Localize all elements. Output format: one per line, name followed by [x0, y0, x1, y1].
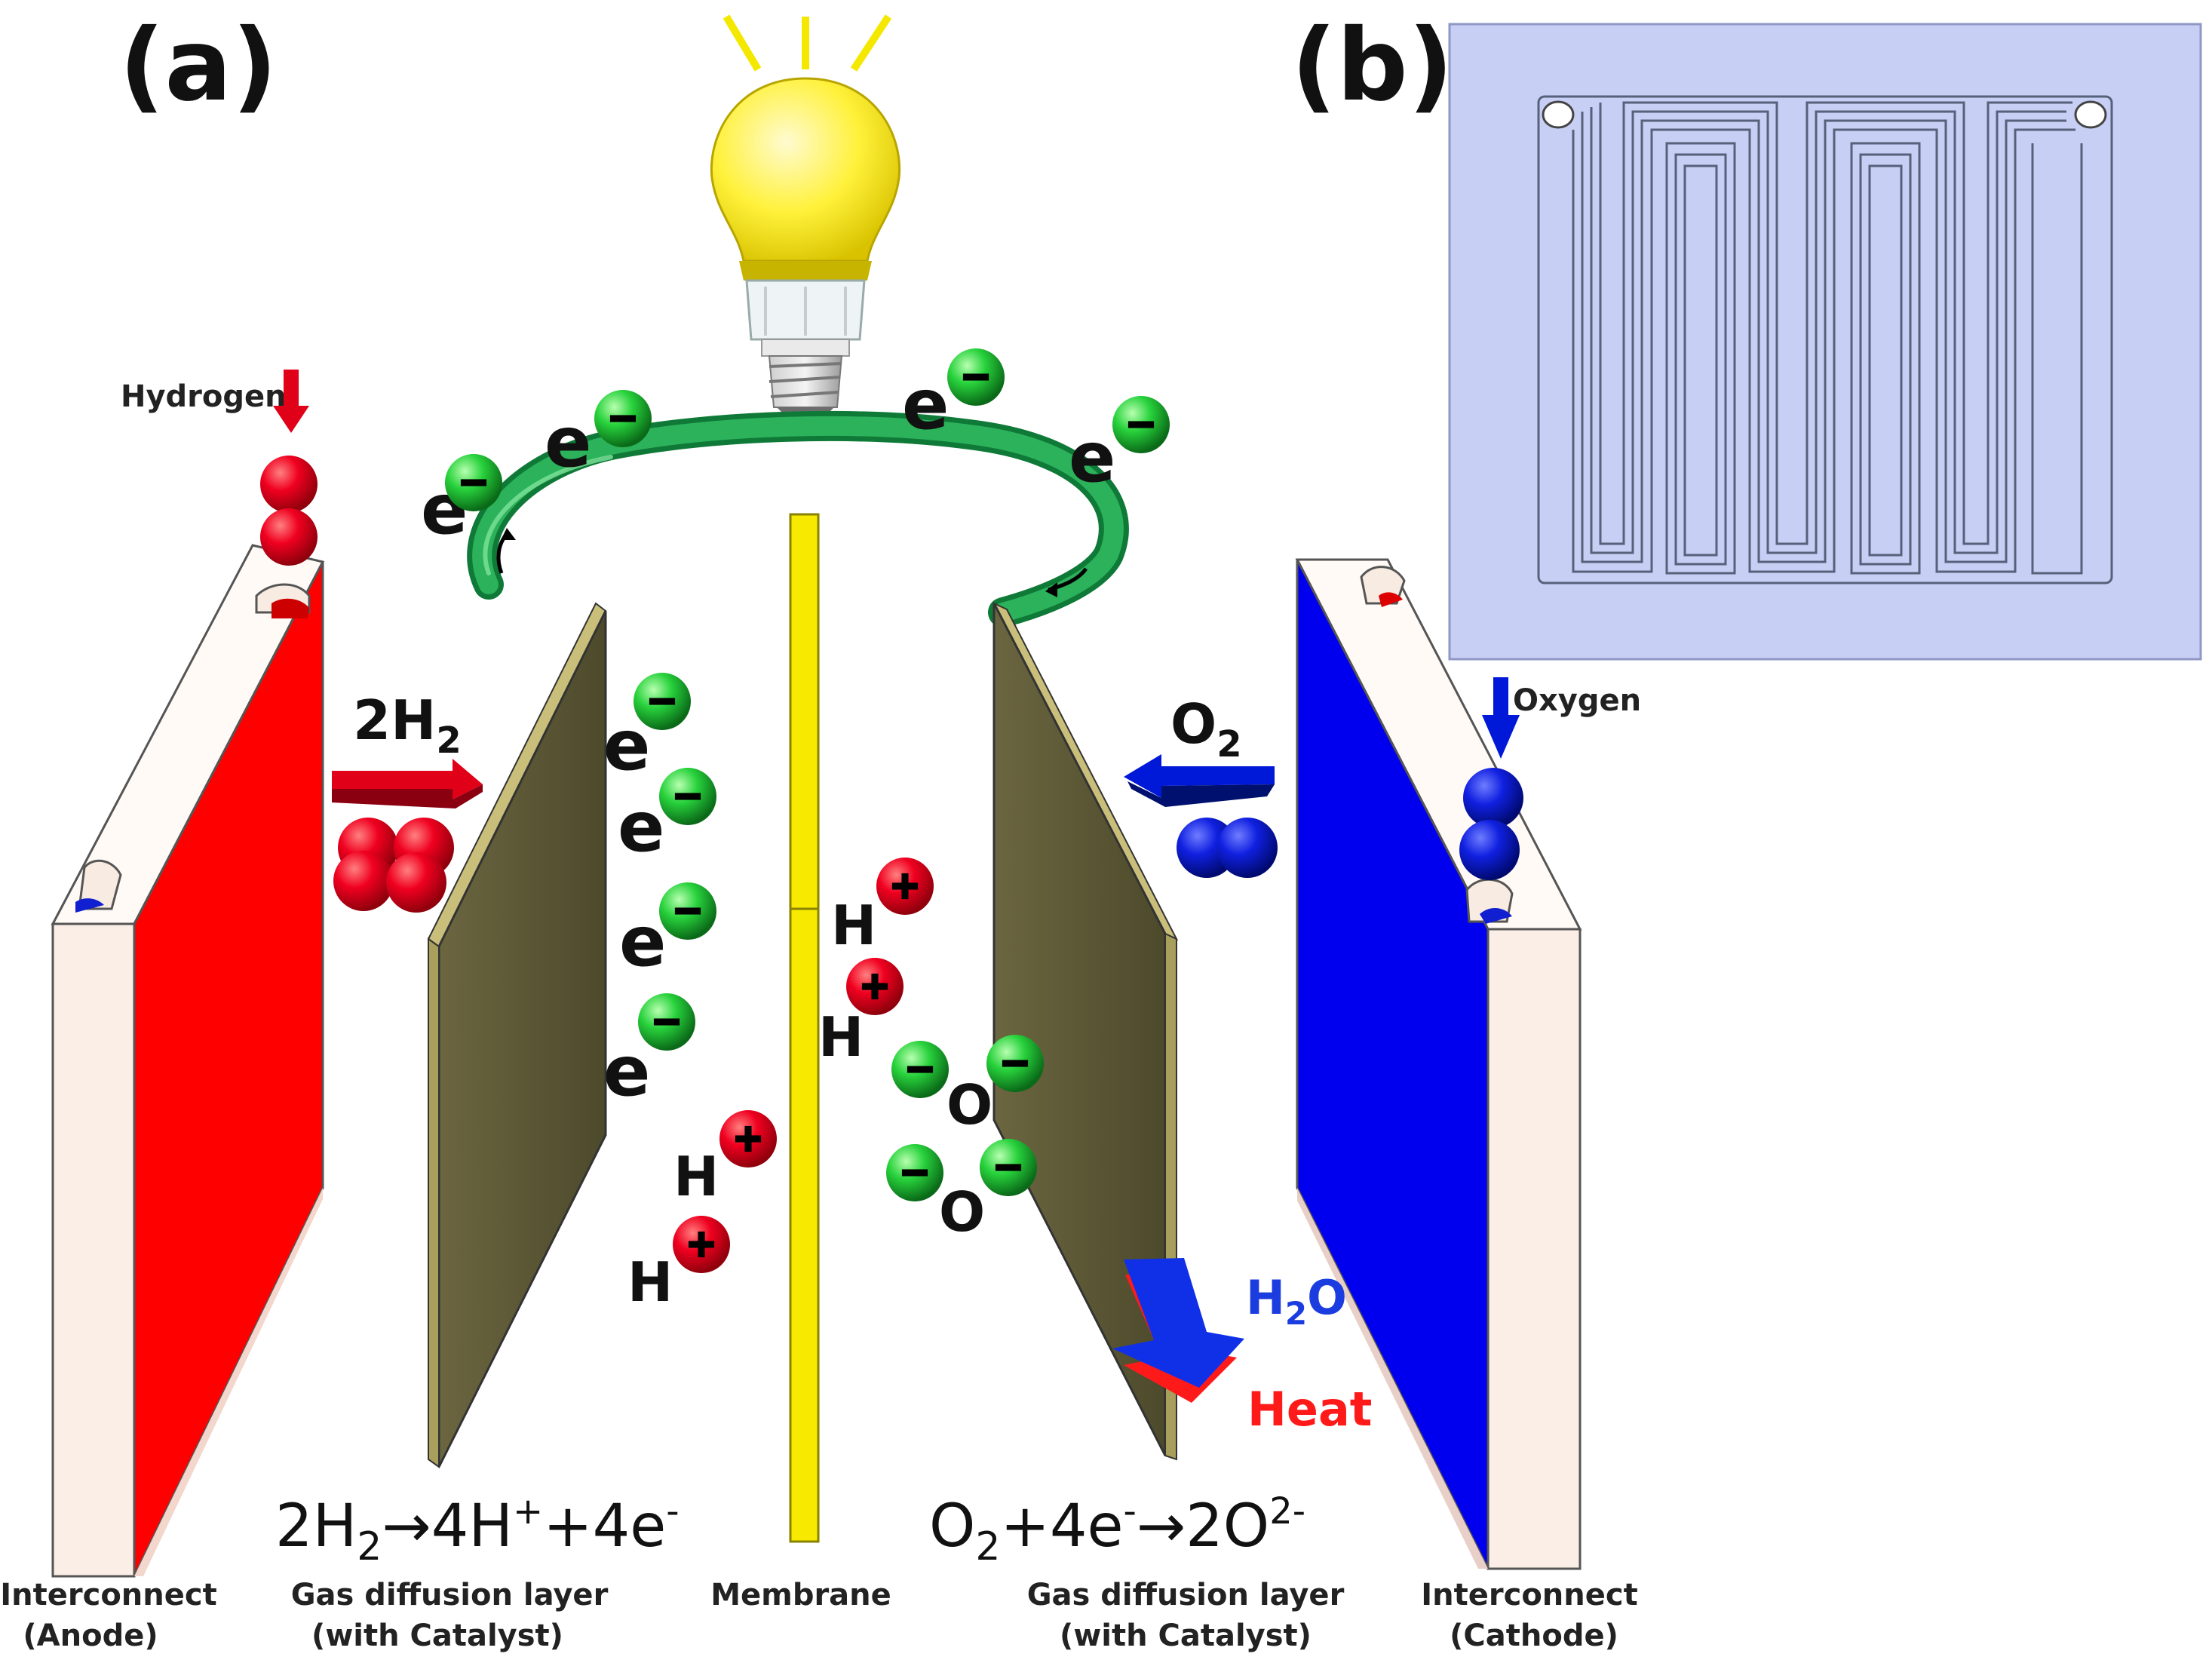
proton-symbol: H — [831, 894, 876, 957]
external-circuit — [467, 410, 1129, 627]
proton-icon — [876, 858, 934, 915]
product-output: H2O Heat — [1112, 1258, 1372, 1437]
water-label: H2O — [1246, 1270, 1347, 1332]
inlet-port — [1542, 100, 1575, 129]
light-bulb-icon — [710, 14, 901, 436]
oxygen-atom — [1459, 820, 1520, 880]
caption-interconnect-anode-line1: Interconnect — [0, 1578, 216, 1612]
caption-gdl-anode-line2: (with Catalyst) — [311, 1619, 563, 1653]
electron-icon — [886, 1144, 943, 1201]
proton-icon — [719, 1110, 777, 1167]
cathode-reaction-equation: O2+4e-→2O2- — [929, 1490, 1305, 1569]
electron-symbol: e — [619, 901, 666, 982]
electron-symbol: e — [545, 402, 591, 483]
proton-symbol: H — [673, 1145, 719, 1208]
caption-interconnect-cathode-line2: (Cathode) — [1450, 1619, 1618, 1653]
caption-gdl-anode-line1: Gas diffusion layer — [291, 1578, 609, 1612]
electron-icon — [659, 768, 716, 825]
serpentine-channels — [1572, 101, 2083, 575]
heat-label: Heat — [1247, 1382, 1372, 1437]
electron-icon — [947, 348, 1005, 406]
caption-interconnect-anode-line2: (Anode) — [23, 1619, 158, 1653]
anode-outlet-hole — [78, 859, 122, 910]
hydrogen-atom — [386, 852, 446, 913]
oxide-symbol: O — [946, 1073, 992, 1137]
cathode-oxygen-molecules: O2 — [1124, 692, 1278, 878]
caption-gdl-cathode-line1: Gas diffusion layer — [1027, 1578, 1345, 1612]
membrane — [789, 513, 820, 1543]
oxygen-arrow-icon — [1482, 677, 1520, 759]
electron-icon — [634, 673, 691, 730]
proton-icon — [673, 1216, 730, 1273]
hydrogen-input: Hydrogen — [121, 370, 318, 566]
flow-plate-outline — [1537, 95, 2113, 585]
oxide-symbol: O — [939, 1180, 985, 1244]
proton-icon — [846, 958, 904, 1015]
anode-molecule-label: 2H2 — [353, 689, 462, 762]
oxygen-input: Oxygen — [1459, 677, 1641, 880]
electron-icon — [638, 993, 695, 1051]
panel-a-label: (a) — [119, 8, 278, 124]
proton-symbol: H — [818, 1005, 864, 1069]
electron-icon — [986, 1035, 1044, 1092]
flow-field-plate — [1448, 23, 2202, 661]
oxygen-label: Oxygen — [1513, 683, 1641, 718]
cathode-interconnect — [1295, 558, 1582, 1570]
oxygen-atom — [1217, 818, 1278, 878]
caption-gdl-cathode-line2: (with Catalyst) — [1060, 1619, 1312, 1653]
cathode-molecule-label: O2 — [1170, 692, 1242, 766]
electron-icon — [1112, 396, 1170, 453]
anode-interconnect — [51, 544, 325, 1578]
proton-symbol: H — [627, 1250, 673, 1314]
outlet-port — [2074, 100, 2107, 129]
electron-icon — [445, 454, 502, 511]
hydrogen-atom — [260, 456, 318, 513]
anode-hydrogen-molecules: 2H2 — [332, 689, 483, 913]
electron-symbol: e — [603, 1031, 650, 1112]
electron-symbol: e — [1069, 417, 1115, 498]
hydrogen-atom — [333, 851, 394, 911]
anode-gas-diffusion-layer — [427, 602, 607, 1468]
oxide-ion-group: OO — [886, 1035, 1044, 1244]
electron-icon — [980, 1139, 1037, 1196]
hydrogen-label: Hydrogen — [121, 379, 287, 414]
caption-membrane: Membrane — [710, 1578, 891, 1612]
flow-arrow-icon — [332, 759, 483, 808]
electron-symbol: e — [902, 364, 949, 445]
anode-reaction-equation: 2H2→4H++4e- — [275, 1490, 680, 1569]
product-arrow-icon — [1112, 1258, 1244, 1403]
electron-icon — [891, 1041, 949, 1098]
caption-interconnect-cathode-line1: Interconnect — [1421, 1578, 1637, 1612]
panel-b-label: (b) — [1291, 8, 1453, 124]
electron-icon — [659, 882, 716, 940]
oxygen-atom — [1463, 768, 1523, 828]
electron-icon — [594, 390, 652, 447]
hydrogen-arrow-icon — [273, 370, 309, 433]
electron-symbol: e — [618, 787, 664, 867]
component-captions: Interconnect (Anode) Gas diffusion layer… — [0, 1578, 1637, 1653]
hydrogen-atom — [260, 508, 318, 566]
flow-arrow-icon — [1124, 754, 1275, 807]
cathode-gas-diffusion-layer — [992, 601, 1179, 1461]
